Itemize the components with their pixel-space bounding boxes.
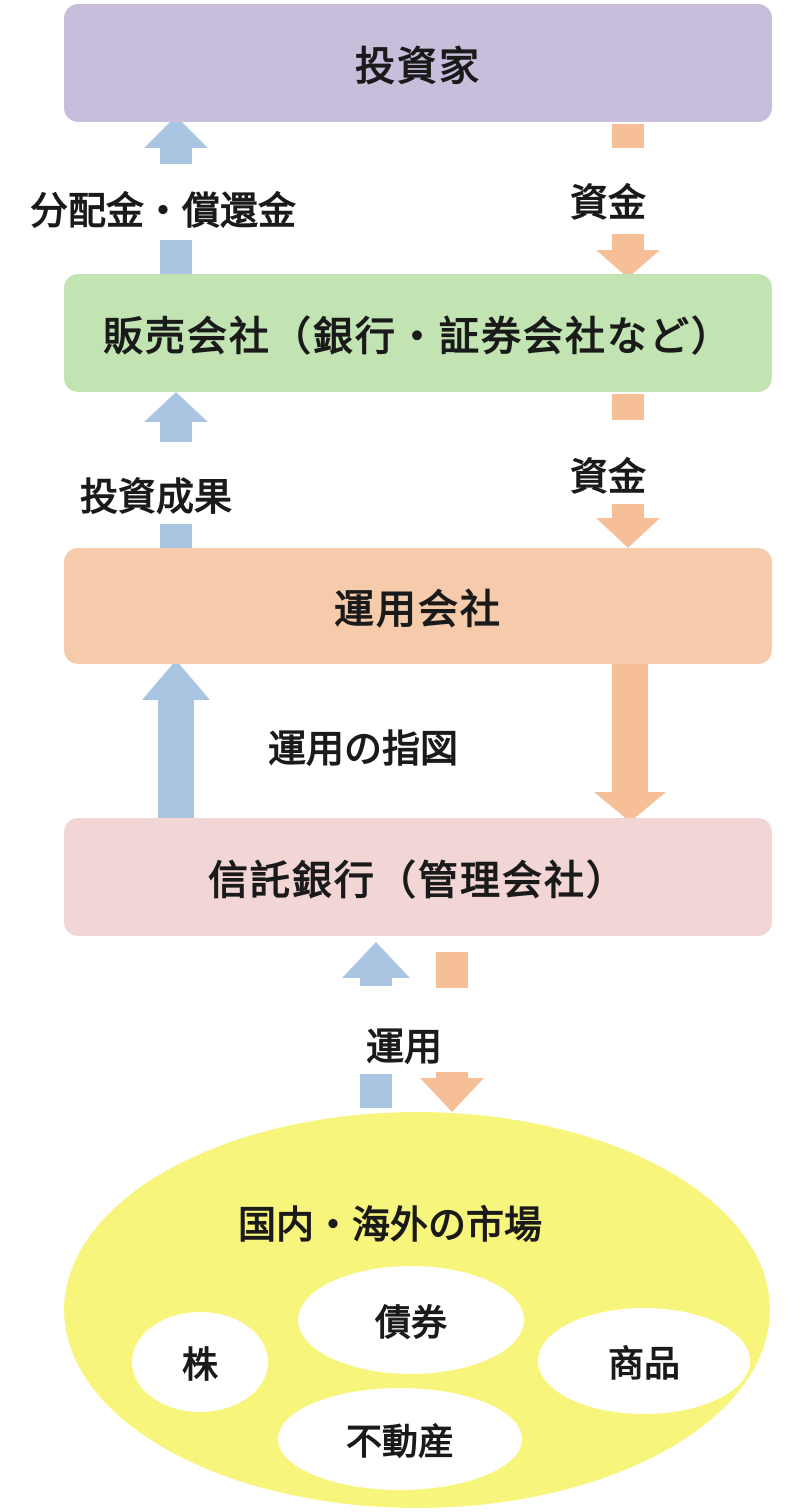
funds-label-2: 資金 [570, 455, 647, 499]
arrow-up-shaft-top [160, 148, 192, 164]
market-item-label: 不動産 [345, 1422, 454, 1463]
arrow-down-head [596, 518, 660, 548]
arrow-down-shaft-bottom [612, 234, 644, 250]
arrow-up-head [144, 392, 208, 422]
arrow-down-funds-1 [596, 124, 660, 278]
investor-box: 投資家 [64, 4, 772, 122]
arrow-up-shaft-bottom [160, 524, 192, 548]
arrow-up-distribution [144, 116, 208, 274]
arrow-up-trust-to-management [142, 660, 210, 818]
trust-bank-box: 信託銀行（管理会社） [64, 818, 772, 936]
arrow-down-head [596, 250, 660, 278]
trust-bank-label: 信託銀行（管理会社） [208, 858, 628, 904]
operation-label: 運用 [366, 1025, 443, 1069]
arrow-up-head [342, 942, 410, 978]
market-item-label: 債券 [374, 1303, 447, 1344]
arrow-up-head [142, 660, 210, 700]
investor-label: 投資家 [355, 44, 481, 90]
arrow-down-management-to-trust [594, 664, 666, 822]
arrow-down-shaft-bottom [612, 504, 644, 518]
arrow-down-head [420, 1078, 484, 1112]
distribution-label: 分配金・償還金 [30, 189, 297, 233]
management-company-box: 運用会社 [64, 548, 772, 664]
market-item-real-estate: 不動産 [278, 1388, 522, 1490]
arrow-down-funds-2 [596, 394, 660, 548]
arrow-up-shaft-bottom [360, 1074, 392, 1108]
arrow-up-shaft-top [360, 978, 392, 986]
arrow-down-shaft [612, 664, 648, 792]
arrow-down-shaft-top [436, 952, 468, 988]
sales-company-box: 販売会社（銀行・証券会社など） [64, 274, 772, 392]
arrow-up-shaft [158, 700, 194, 818]
arrow-down-trust-to-market [420, 952, 484, 1112]
funds-label-1: 資金 [570, 181, 647, 225]
sales-company-label: 販売会社（銀行・証券会社など） [103, 314, 733, 360]
arrow-up-market-to-trust [342, 942, 410, 1108]
market-item-stock: 株 [132, 1312, 268, 1412]
market-item-commodity: 商品 [538, 1308, 750, 1414]
market-item-label: 商品 [607, 1344, 680, 1385]
arrow-up-head [144, 116, 208, 148]
arrow-down-shaft-top [612, 124, 644, 148]
management-company-label: 運用会社 [334, 587, 502, 633]
arrow-up-results [144, 392, 208, 548]
arrow-up-shaft-top [160, 422, 192, 442]
market-item-bond: 債券 [298, 1266, 524, 1374]
market-title: 国内・海外の市場 [238, 1203, 543, 1247]
arrow-down-shaft-top [612, 394, 644, 420]
investment-results-label: 投資成果 [80, 475, 233, 519]
market-item-label: 株 [181, 1345, 218, 1386]
arrow-up-shaft-bottom [160, 240, 192, 274]
arrow-down-shaft-bottom [436, 1072, 468, 1078]
operation-instruction-label: 運用の指図 [268, 727, 459, 771]
arrow-down-head [594, 792, 666, 822]
